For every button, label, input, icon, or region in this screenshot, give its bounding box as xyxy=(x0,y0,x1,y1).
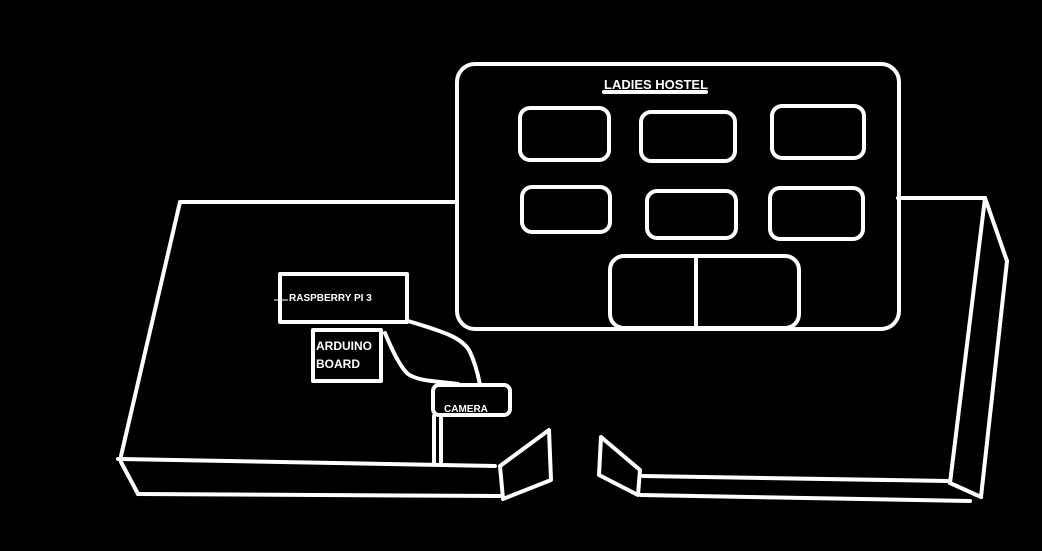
camera-module: CAMERA xyxy=(431,383,512,466)
camera-box xyxy=(431,383,512,417)
left-gate xyxy=(498,428,553,501)
room-1 xyxy=(518,106,611,162)
building-title: LADIES HOSTEL xyxy=(604,77,708,92)
arduino-box xyxy=(311,328,383,383)
raspberry-pi-box xyxy=(278,272,409,324)
camera-label: CAMERA xyxy=(444,404,488,415)
pi-camera-wire xyxy=(406,319,482,387)
arduino-camera-wire xyxy=(383,331,460,386)
room-4 xyxy=(520,185,612,234)
raspberry-pi-label: RASPBERRY PI 3 xyxy=(289,293,372,304)
hostel-entrance xyxy=(608,254,801,330)
room-2 xyxy=(639,110,737,163)
arduino-label-line2: BOARD xyxy=(316,357,360,371)
arduino-label-line1: ARDUINO xyxy=(316,339,372,353)
right-wall xyxy=(639,196,1009,503)
room-3 xyxy=(770,104,866,160)
wiring xyxy=(383,319,482,387)
right-gate xyxy=(597,435,642,497)
ladies-hostel-building: LADIES HOSTEL xyxy=(455,62,901,331)
arduino-board-module: ARDUINO BOARD xyxy=(311,328,383,383)
room-6 xyxy=(768,186,865,241)
left-wall xyxy=(116,200,502,498)
raspberry-pi-module: RASPBERRY PI 3 xyxy=(274,272,409,324)
room-5 xyxy=(645,189,738,240)
